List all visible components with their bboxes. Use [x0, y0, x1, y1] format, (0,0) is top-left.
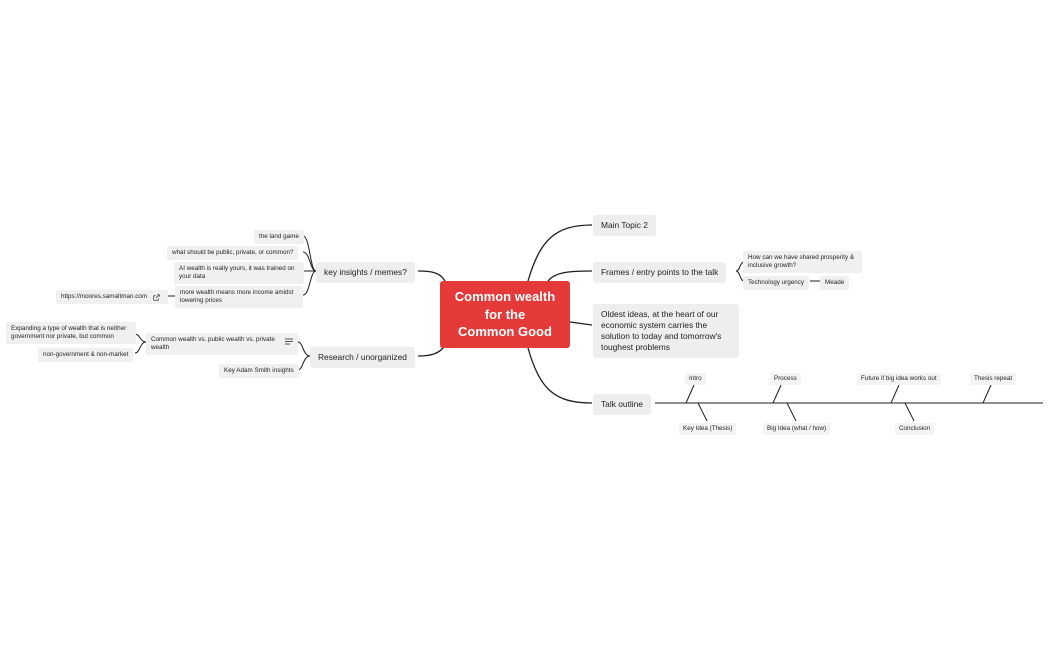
topic-oldest-ideas[interactable]: Oldest ideas, at the heart of our econom… [593, 304, 739, 358]
central-topic-line-2: for the [484, 306, 526, 322]
subtopic-expanding-wealth[interactable]: Expanding a type of wealth that is neith… [6, 322, 136, 345]
subtopic-public-private-common[interactable]: what should be public, private, or commo… [167, 246, 299, 261]
notes-icon[interactable] [285, 338, 293, 345]
topic-frames[interactable]: Frames / entry points to the talk [593, 262, 727, 283]
external-link-icon[interactable] [153, 293, 160, 301]
branch-oldest-ideas [569, 321, 593, 326]
topic-main-topic-2[interactable]: Main Topic 2 [593, 215, 656, 236]
subtopic-common-vs-public-text: Common wealth vs. public wealth vs. priv… [151, 336, 275, 352]
central-topic-line-3: Common Good [458, 324, 552, 339]
subtopic-adam-smith[interactable]: Key Adam Smith insights [219, 364, 299, 379]
subtopic-non-government[interactable]: non-government & non-market [38, 348, 134, 363]
subtopic-meade[interactable]: Meade [820, 276, 850, 291]
branch-key-insights [417, 270, 446, 282]
central-topic[interactable]: Common wealth for the Common Good [440, 281, 570, 348]
subtopic-more-wealth[interactable]: more wealth means more income amidst low… [175, 286, 303, 309]
subtopic-land-game[interactable]: the land game [254, 230, 304, 245]
subtopic-common-vs-public[interactable]: Common wealth vs. public wealth vs. priv… [146, 333, 298, 356]
outline-intro[interactable]: Intro [685, 373, 706, 385]
outline-big-idea[interactable]: Big Idea (what / how) [763, 423, 831, 435]
branch-main-topic-2 [527, 224, 593, 282]
outline-key-idea[interactable]: Key Idea (Thesis) [679, 423, 737, 435]
topic-key-insights[interactable]: key insights / memes? [316, 262, 415, 283]
outline-thesis-repeat[interactable]: Thesis repeat [970, 373, 1017, 385]
outline-future[interactable]: Future if big idea works out [857, 373, 941, 385]
outline-conclusion[interactable]: Conclusion [895, 423, 935, 435]
topic-talk-outline[interactable]: Talk outline [593, 394, 651, 415]
subtopic-ai-wealth[interactable]: AI wealth is really yours, it was traine… [174, 262, 304, 285]
subtopic-technology-urgency[interactable]: Technology urgency [743, 276, 810, 291]
branch-frames [547, 270, 593, 282]
topic-research[interactable]: Research / unorganized [310, 347, 415, 368]
outline-process[interactable]: Process [770, 373, 801, 385]
link-text: https://moores.samaltman.com [61, 293, 148, 300]
central-topic-line-1: Common wealth [454, 289, 556, 304]
subtopic-link[interactable]: https://moores.samaltman.com [56, 290, 169, 305]
subtopic-shared-prosperity[interactable]: How can we have shared prosperity & incl… [743, 251, 862, 274]
branch-talk-outline [527, 347, 593, 404]
